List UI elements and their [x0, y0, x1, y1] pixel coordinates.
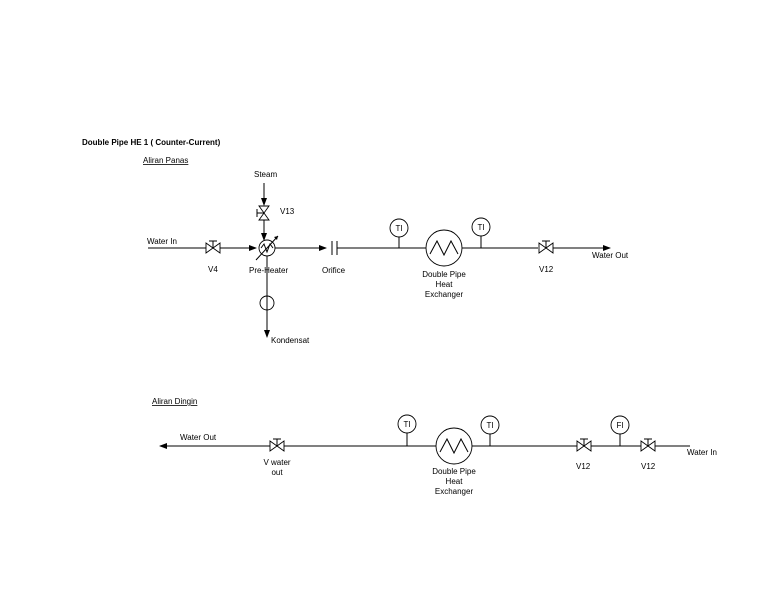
ti-cold-left-bubble[interactable]: [397, 414, 417, 434]
valve-v13-label: V13: [280, 207, 295, 216]
cold-heat-exchanger[interactable]: [435, 427, 473, 465]
hot-exchanger-label-1: Double Pipe: [422, 270, 466, 279]
valve-v13[interactable]: [256, 205, 270, 221]
cold-exchanger-label-2: Heat: [446, 477, 464, 486]
ti-cold-left-label: TI: [403, 420, 410, 429]
steam-trap-symbol[interactable]: [259, 295, 275, 311]
hot-exchanger-label-3: Exchanger: [425, 290, 464, 299]
condensate-label: Kondensat: [271, 336, 310, 345]
valve-v12-hot-label: V12: [539, 265, 554, 274]
valve-v4[interactable]: [205, 240, 221, 254]
fi-bubble[interactable]: [610, 415, 630, 435]
valve-v12-cold-inlet-label: V12: [641, 462, 656, 471]
hot-water-in-label: Water In: [147, 237, 177, 246]
ti-hot-before-label: TI: [395, 224, 402, 233]
cold-exchanger-label-3: Exchanger: [435, 487, 474, 496]
valve-v4-label: V4: [208, 265, 218, 274]
ti-hot-before-bubble[interactable]: [389, 218, 409, 238]
valve-v12-cold-inlet[interactable]: [640, 438, 656, 452]
ti-hot-after-label: TI: [477, 223, 484, 232]
hot-water-out-label: Water Out: [592, 251, 629, 260]
ti-cold-right-label: TI: [486, 421, 493, 430]
valve-water-out-label-2: out: [271, 468, 283, 477]
hot-exchanger-label-2: Heat: [436, 280, 454, 289]
fi-label: FI: [616, 421, 623, 430]
steam-label: Steam: [254, 170, 277, 179]
hot-section-label: Aliran Panas: [143, 156, 188, 165]
cold-water-out-label: Water Out: [180, 433, 217, 442]
ti-hot-after-bubble[interactable]: [471, 217, 491, 237]
valve-water-out[interactable]: [269, 438, 285, 452]
valve-v12-cold-mid-label: V12: [576, 462, 591, 471]
cold-exchanger-label-1: Double Pipe: [432, 467, 476, 476]
ti-cold-right-bubble[interactable]: [480, 415, 500, 435]
preheater-label: Pre-Heater: [249, 266, 288, 275]
hot-heat-exchanger[interactable]: [425, 229, 463, 267]
valve-v12-hot[interactable]: [538, 240, 554, 254]
diagram-title: Double Pipe HE 1 ( Counter-Current): [82, 138, 221, 147]
cold-water-in-label: Water In: [687, 448, 717, 457]
cold-section-label: Aliran Dingin: [152, 397, 197, 406]
orifice-label: Orifice: [322, 266, 346, 275]
orifice-symbol[interactable]: [331, 241, 338, 255]
valve-v12-cold-mid[interactable]: [576, 438, 592, 452]
valve-water-out-label-1: V water: [263, 458, 290, 467]
